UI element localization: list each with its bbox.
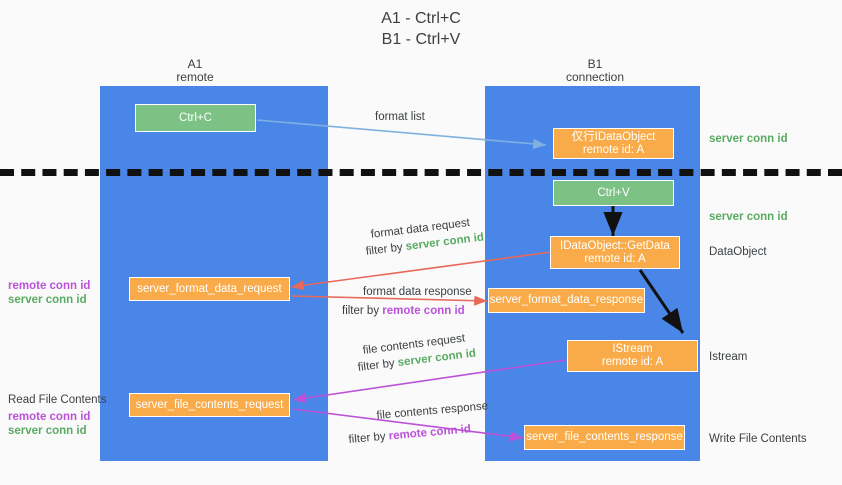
right-label-write-file-contents: Write File Contents (709, 433, 807, 445)
filter-prefix: filter by (342, 305, 383, 317)
diagram-title: A1 - Ctrl+C B1 - Ctrl+V (381, 10, 461, 48)
arrow-file-contents-request (292, 359, 567, 404)
right-label-server-conn-id-second: server conn id (709, 211, 788, 223)
node-server-file-contents-response[interactable]: server_file_contents_response (524, 425, 685, 450)
node-idataobject-getdata-line2: remote id: A (584, 252, 646, 265)
left-label-remote-conn-id-mid: remote conn id (8, 280, 91, 292)
right-label-server-conn-id-top: server conn id (709, 133, 788, 145)
left-label-server-conn-id-mid: server conn id (8, 294, 87, 306)
node-idataobject-remote-line1: 仅行IDataObject (571, 130, 656, 143)
arrow-format-data-request (290, 251, 552, 291)
node-istream-remote-line1: IStream (612, 343, 653, 355)
right-label-istream: Istream (709, 351, 748, 363)
node-istream-remote[interactable]: IStream remote id: A (567, 340, 698, 372)
left-label-remote-conn-id-bottom: remote conn id (8, 411, 91, 423)
node-idataobject-remote-line2: remote id: A (582, 143, 645, 156)
left-label-server-conn-id-bottom: server conn id (8, 425, 87, 437)
node-idataobject-remote[interactable]: 仅行IDataObject remote id: A (553, 128, 674, 159)
filter-prefix: filter by (348, 430, 390, 446)
right-label-dataobject: DataObject (709, 246, 767, 258)
left-label-read-file-contents: Read File Contents (8, 394, 107, 406)
arrow-format-list (256, 119, 547, 149)
edge-label-format-data-response: format data response (363, 286, 472, 298)
arrow-getdata-to-istream (638, 269, 685, 334)
edge-label-format-data-response-filter: filter by remote conn id (342, 304, 465, 318)
lane-title-b1: B1 connection (565, 57, 625, 84)
node-ctrl-c[interactable]: Ctrl+C (135, 104, 256, 132)
node-ctrl-v[interactable]: Ctrl+V (553, 180, 674, 206)
node-server-file-contents-response-label: server_file_contents_response (526, 431, 683, 443)
node-server-file-contents-request-label: server_file_contents_request (135, 398, 284, 411)
node-istream-remote-line2: remote id: A (601, 356, 664, 368)
node-server-format-data-request-label: server_format_data_request (137, 282, 282, 295)
node-ctrl-v-label: Ctrl+V (597, 186, 630, 199)
lane-title-a1: A1 remote (176, 57, 214, 84)
node-server-format-data-response-label: server_format_data_response (489, 294, 644, 306)
node-ctrl-c-label: Ctrl+C (179, 111, 212, 124)
node-idataobject-getdata-line1: IDataObject::GetData (560, 239, 670, 252)
node-server-format-data-request[interactable]: server_format_data_request (129, 277, 290, 301)
node-server-file-contents-request[interactable]: server_file_contents_request (129, 393, 290, 417)
node-idataobject-getdata[interactable]: IDataObject::GetData remote id: A (550, 236, 680, 269)
filter-conn-id: remote conn id (382, 305, 465, 317)
edge-label-format-list: format list (375, 111, 425, 123)
arrow-format-data-response (290, 295, 488, 306)
phase-separator (0, 169, 842, 176)
node-server-format-data-response[interactable]: server_format_data_response (488, 288, 645, 313)
arrow-file-contents-response (292, 408, 524, 442)
